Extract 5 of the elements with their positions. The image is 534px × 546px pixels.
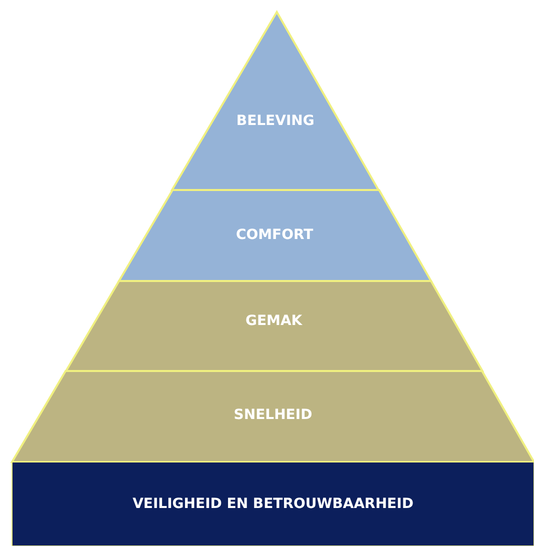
level-label: SNELHEID [234, 407, 312, 423]
level-label: BELEVING [236, 113, 314, 129]
level-label: VEILIGHEID EN BETROUWBAARHEID [132, 496, 414, 512]
level-label: GEMAK [245, 313, 302, 329]
level-label: COMFORT [236, 227, 314, 243]
